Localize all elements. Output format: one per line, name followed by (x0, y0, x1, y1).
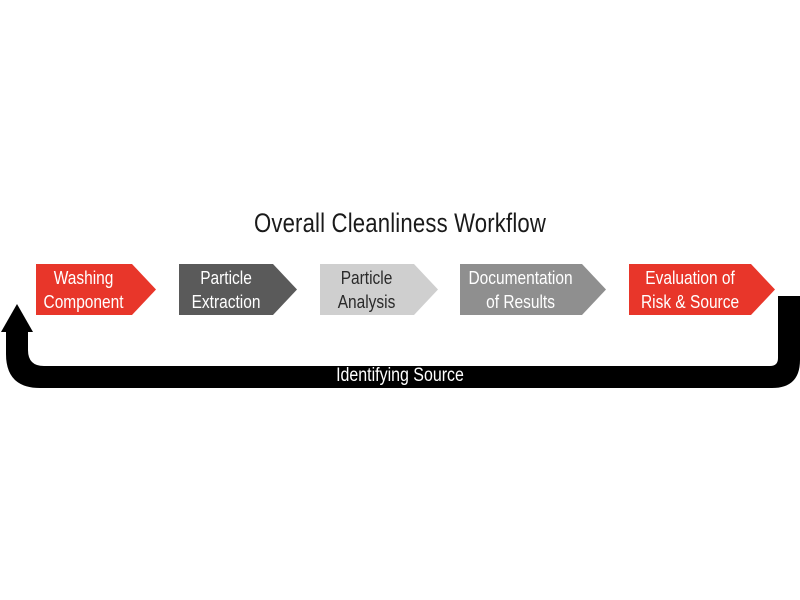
step-particle-extraction: Particle Extraction (179, 264, 297, 315)
step-label: Washing Component (43, 267, 125, 312)
loop-arrow-body (6, 296, 800, 388)
step-washing-component: Washing Component (36, 264, 156, 315)
step-label: Evaluation of Risk & Source (640, 267, 740, 312)
step-label: Particle Analysis (338, 267, 396, 312)
step-documentation-of-results: Documentation of Results (460, 264, 606, 315)
step-particle-analysis: Particle Analysis (320, 264, 438, 315)
step-label: Documentation of Results (468, 267, 574, 312)
diagram-title: Overall Cleanliness Workflow (253, 208, 547, 238)
loop-label: Identifying Source (336, 365, 464, 386)
step-label: Particle Extraction (191, 267, 261, 312)
step-evaluation-of-risk-and-source: Evaluation of Risk & Source (629, 264, 775, 315)
loop-arrow-head (1, 304, 33, 332)
